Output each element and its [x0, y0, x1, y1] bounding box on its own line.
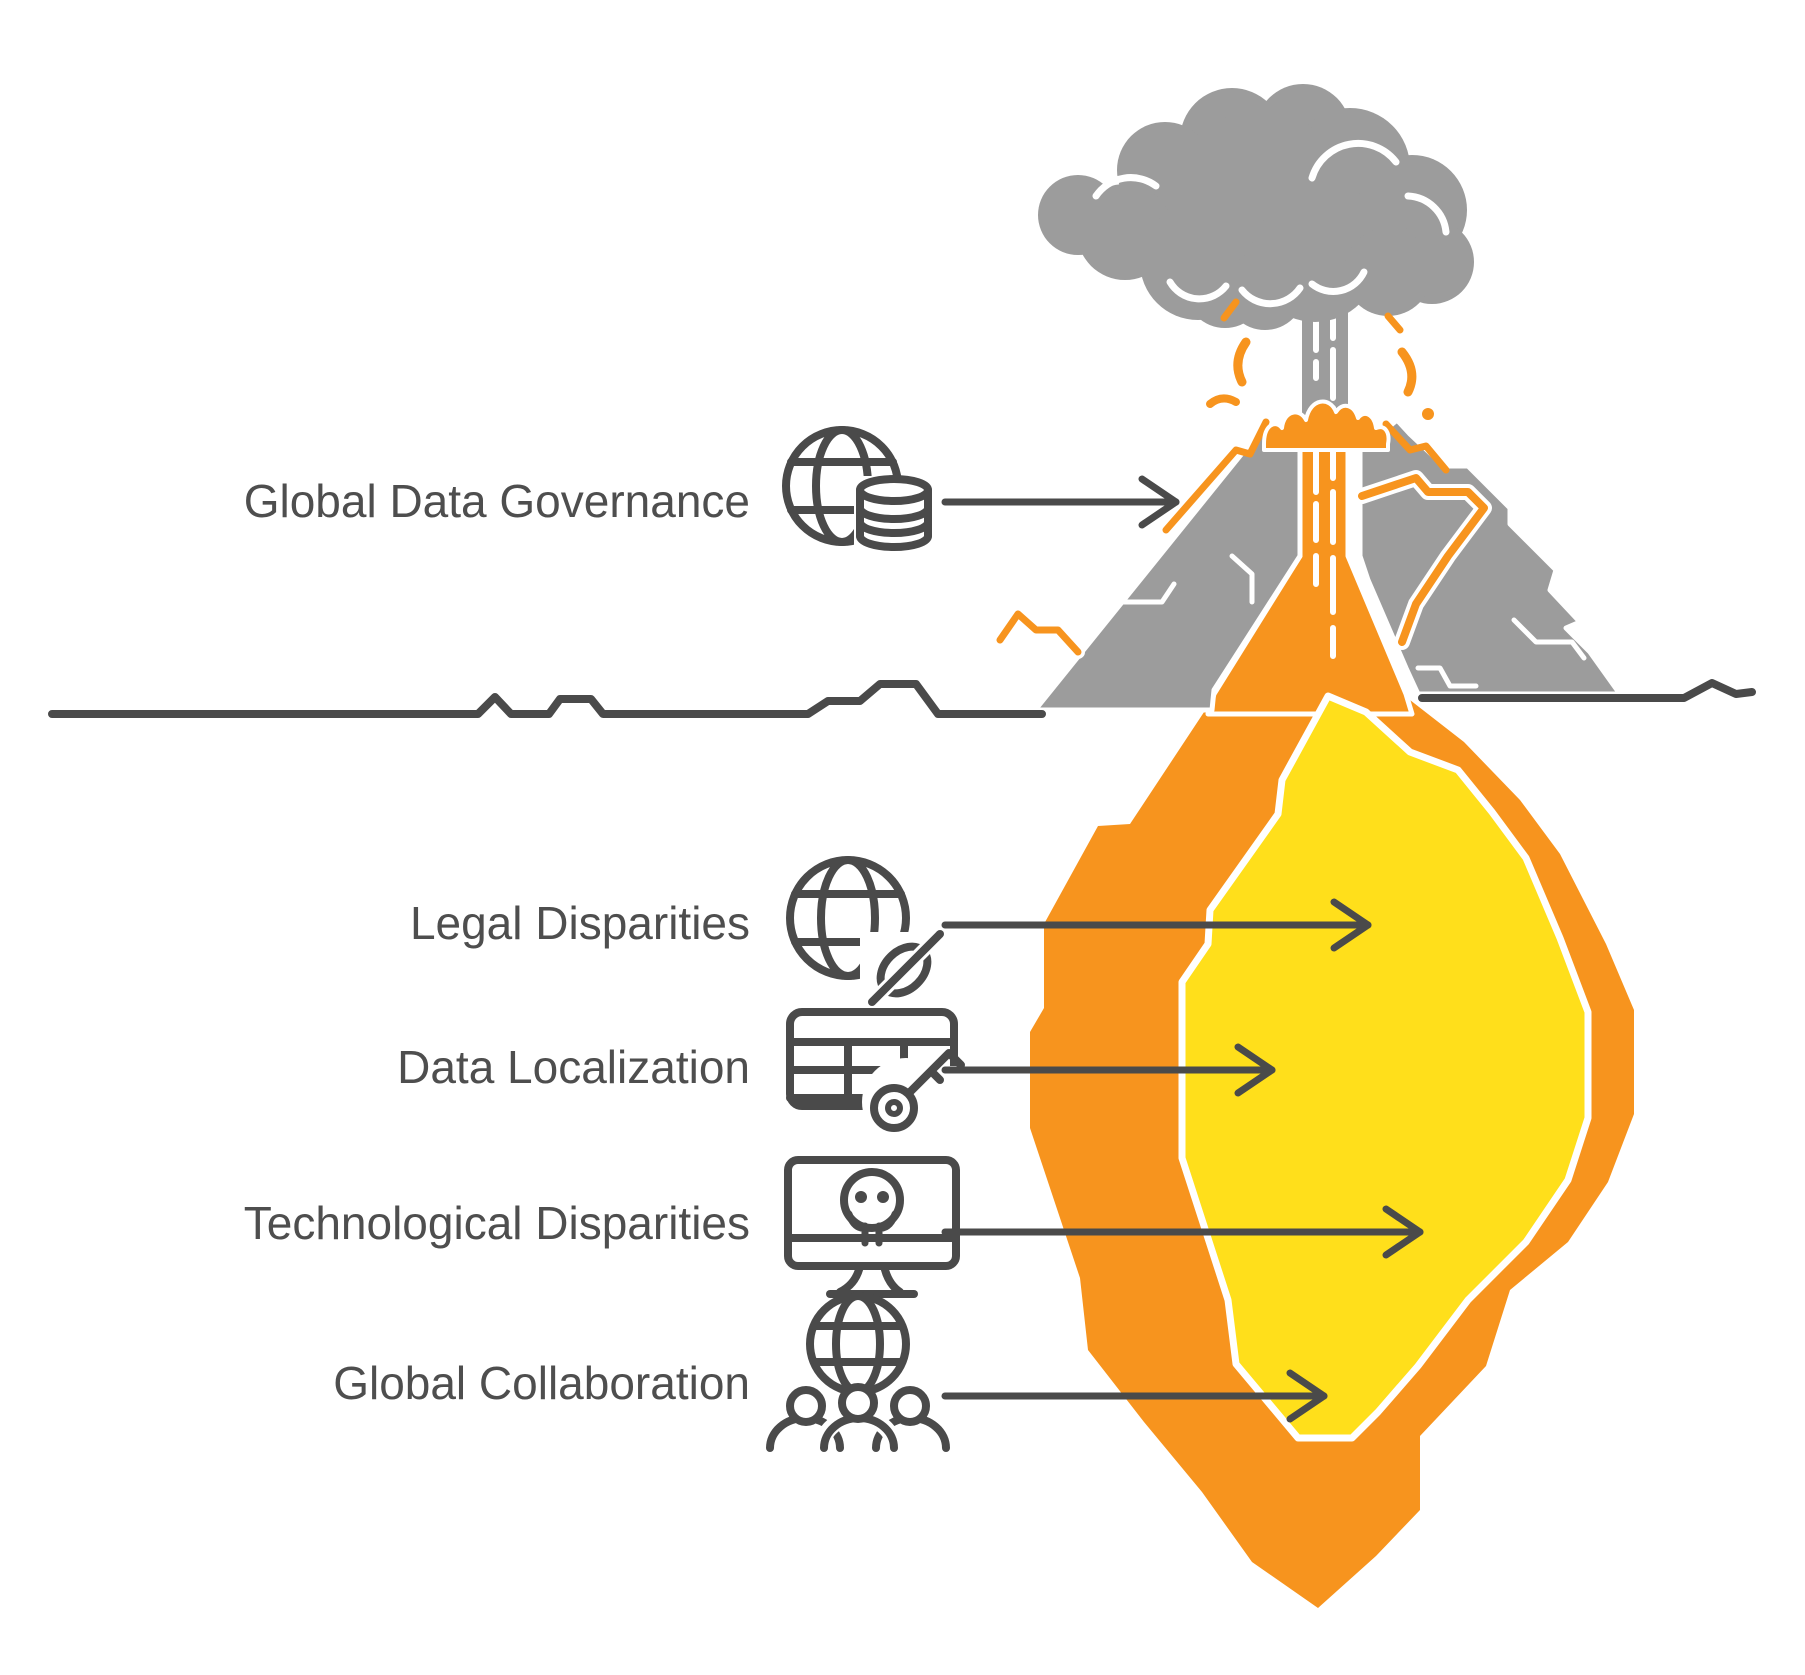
crater-lava-dome	[1262, 399, 1391, 452]
globe-database-icon	[782, 426, 934, 551]
arrow	[941, 1043, 1276, 1097]
volcano-right-flank	[1354, 417, 1623, 697]
label-row-legal-disparities: Legal Disparities	[410, 856, 1372, 1009]
label-row-global-data-governance: Global Data Governance	[244, 426, 1180, 551]
ground-line-left	[48, 680, 1046, 718]
magma-chamber-inner	[1178, 692, 1592, 1442]
label-text: Global Data Governance	[244, 475, 750, 527]
ground-line-right	[1418, 679, 1756, 702]
label-row-global-collaboration: Global Collaboration	[333, 1292, 1328, 1456]
table-key-icon	[786, 1008, 974, 1146]
label-text: Data Localization	[397, 1041, 750, 1093]
globe-people-icon	[766, 1292, 950, 1456]
monitor-skull-icon	[784, 1156, 960, 1298]
label-text: Global Collaboration	[333, 1357, 750, 1409]
globe-broken-link-icon	[786, 856, 952, 1009]
arrow	[941, 898, 1372, 952]
label-text: Technological Disparities	[244, 1197, 750, 1249]
lava-splash-icon	[1206, 298, 1434, 420]
arrow	[941, 1205, 1424, 1259]
label-row-technological-disparities: Technological Disparities	[244, 1156, 1424, 1298]
label-row-data-localization: Data Localization	[397, 1008, 1276, 1146]
arrow	[941, 1369, 1328, 1423]
label-text: Legal Disparities	[410, 897, 750, 949]
ash-cloud-icon	[1038, 84, 1474, 330]
arrow	[941, 475, 1180, 529]
